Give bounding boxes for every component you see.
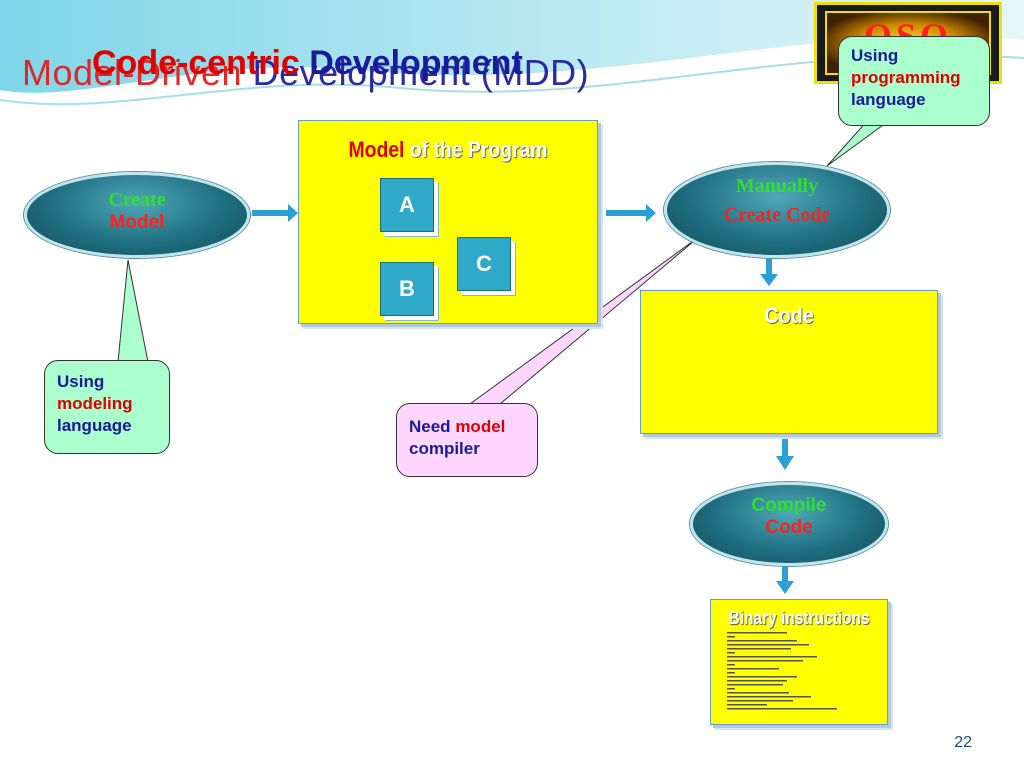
model-box-title: Model of the Program [317,137,579,163]
code-box-title: Code [764,303,814,328]
callout-word2: model [455,417,506,436]
code-box: Code [640,290,938,434]
binary-instructions-box: Binary instructions [710,599,888,725]
page-number: 22 [954,734,972,751]
binary-box-title: Binary instructions [728,608,870,628]
node-a: A [380,178,434,232]
callout-word1: Need [409,417,451,436]
title-front-part2: Development [309,44,523,82]
model-compiler-callout: Need model compiler [396,403,538,477]
title-back-part1: Model-Driven [22,52,243,93]
modeling-language-callout: Using modeling language [44,360,170,454]
node-c: C [457,237,511,291]
callout-line2: programming [851,68,961,87]
model-box-title-red: Model [348,137,405,162]
create-model-ellipse: Create Model [24,172,250,258]
node-b: B [380,262,434,316]
manually-create-code-ellipse: Manually Create Code [664,162,890,258]
create-model-line2: Model [109,212,165,233]
compile-line2: Code [765,517,813,538]
modeling-callout-tail [117,259,149,363]
arrow-model-to-manually [606,204,656,222]
title-back-part2: Development (MDD) [252,52,590,93]
binary-code-lines-image [727,632,837,710]
slide-title: Code-centric Development [92,44,523,83]
model-of-program-box: Model of the Program [298,120,598,324]
compile-code-ellipse: Compile Code [690,482,888,566]
model-box-title-rest: of the Program [409,137,548,162]
callout-line2: modeling [57,394,133,413]
manually-line1: Manually [735,175,819,197]
callout-line1: Using [57,372,105,391]
arrow-code-to-compile [776,438,794,470]
arrow-create-to-model [252,204,298,222]
compile-line1: Compile [751,495,827,516]
callout-line1: Using [851,46,899,65]
title-front-part1: Code-centric [92,44,300,82]
create-model-line1: Create [108,189,166,211]
manually-line2: Create Code [723,204,831,226]
arrow-compile-to-binary [776,565,794,594]
arrow-manually-to-code [760,258,778,286]
slide-title-background: Model-Driven Development (MDD) [22,52,589,94]
callout-line2: compiler [409,439,480,458]
programming-callout-tail [826,119,892,167]
callout-line3: language [851,90,926,109]
callout-line3: language [57,416,132,435]
programming-language-callout: Using programming language [838,36,990,126]
